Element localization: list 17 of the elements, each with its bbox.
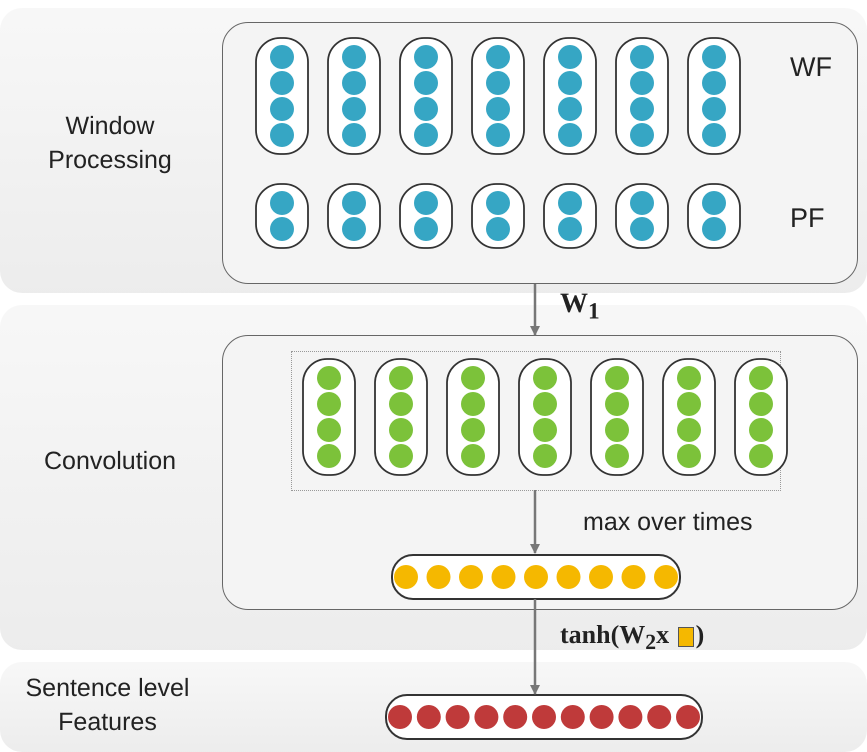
- edge-label: tanh(W$_{2}$x ): [560, 620, 704, 656]
- input-layer-box: [222, 22, 858, 284]
- arrow: [530, 284, 540, 336]
- feature-vector: [385, 694, 703, 740]
- layer-title: Window Processing: [47, 111, 173, 176]
- layer-title: Convolution: [42, 446, 178, 477]
- pooled-vector: [391, 554, 681, 600]
- arrow: [530, 599, 540, 695]
- layer-panel: [0, 8, 867, 293]
- row-label: PF: [790, 203, 825, 234]
- layer-panel: [0, 662, 867, 752]
- arrow: [530, 490, 540, 554]
- convolution-layer-box: [222, 335, 858, 610]
- row-label: WF: [790, 52, 832, 83]
- edge-label: W$_{1}$: [560, 288, 600, 326]
- edge-label: max over times: [583, 508, 752, 537]
- layer-title: Sentence level Features: [24, 673, 190, 738]
